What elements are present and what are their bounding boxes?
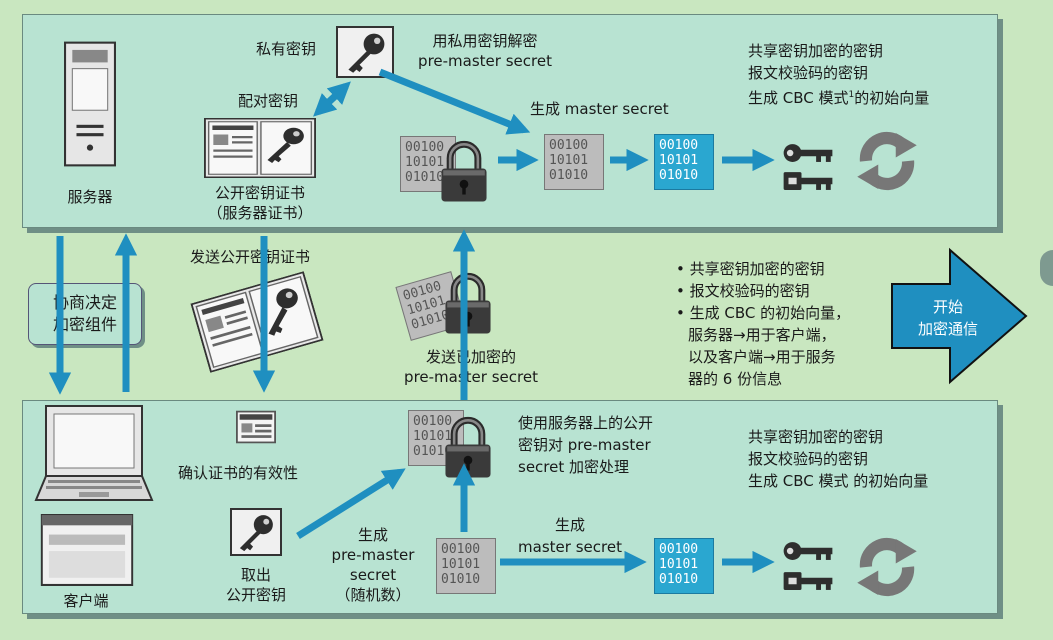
public-key-icon xyxy=(230,508,282,556)
server-tower-icon xyxy=(64,40,116,168)
laptop-icon xyxy=(30,404,158,504)
server-gen-master-label: 生成 master secret xyxy=(530,100,669,118)
bullet-item: • 生成 CBC 的初始向量， xyxy=(676,304,851,322)
bullet-continuation: 以及客户端→用于服务 xyxy=(688,348,836,366)
sent-certificate-icon xyxy=(190,271,323,373)
gen-pre-label-2: pre-master xyxy=(331,546,415,564)
server-derived-2: 报文校验码的密钥 xyxy=(748,64,869,82)
start-encrypted-communication-arrow xyxy=(888,246,1030,386)
server-encrypted-bits: 00100 10101 01010 xyxy=(400,136,456,192)
browser-window-icon xyxy=(40,514,134,586)
server-pre-master-bits: 00100 10101 01010 xyxy=(544,134,604,190)
verify-cert-label: 确认证书的有效性 xyxy=(178,464,299,482)
encrypt-label-3: secret 加密处理 xyxy=(518,458,630,476)
server-cert-label-1: 公开密钥证书 xyxy=(214,184,305,202)
start-label-2: 加密通信 xyxy=(917,320,978,338)
start-label-1: 开始 xyxy=(932,298,963,316)
gen-pre-label-3: secret xyxy=(349,566,397,584)
private-key-icon xyxy=(336,26,394,78)
client-pre-master-bits: 00100 10101 01010 xyxy=(436,538,496,594)
decrypt-label-1: 用私用密钥解密 xyxy=(432,32,538,50)
encrypt-label-2: 密钥对 pre-master xyxy=(518,436,651,454)
take-key-label-2: 公开密钥 xyxy=(225,586,286,604)
bullet-item: • 报文校验码的密钥 xyxy=(676,282,810,300)
encrypt-label-1: 使用服务器上的公开 xyxy=(518,414,654,432)
client-gen-master-label-2: master secret xyxy=(518,538,622,556)
lock-icon xyxy=(442,272,494,336)
bullet-continuation: 服务器→用于客户端， xyxy=(688,326,836,344)
gen-pre-label-1: 生成 xyxy=(357,526,388,544)
server-derived-1: 共享密钥加密的密钥 xyxy=(748,42,884,60)
client-derived-1: 共享密钥加密的密钥 xyxy=(748,428,884,446)
send-enc-label-1: 发送已加密的 xyxy=(425,348,516,366)
client-gen-master-label-1: 生成 xyxy=(554,516,585,534)
client-label: 客户端 xyxy=(63,592,109,610)
take-key-label-1: 取出 xyxy=(240,566,271,584)
server-label: 服务器 xyxy=(67,188,113,206)
bullet-item: • 共享密钥加密的密钥 xyxy=(676,260,825,278)
decrypt-label-2: pre-master secret xyxy=(418,52,552,70)
key-icon xyxy=(782,540,834,562)
send-cert-label: 发送公开密钥证书 xyxy=(190,248,311,266)
gen-pre-label-4: （随机数） xyxy=(335,586,411,604)
server-derived-3: 生成 CBC 模式1的初始向量 xyxy=(748,89,930,107)
server-master-secret-bits: 00100 10101 01010 xyxy=(654,134,714,190)
client-derived-3: 生成 CBC 模式 的初始向量 xyxy=(748,472,929,490)
key-icon xyxy=(782,570,834,592)
refresh-icon xyxy=(852,532,922,602)
agree-cipher-suite-box: 协商决定 加密组件 xyxy=(28,283,142,345)
side-scroll-handle xyxy=(1040,250,1053,286)
server-certificate-icon xyxy=(204,118,316,178)
key-pair-label: 配对密钥 xyxy=(238,92,299,110)
send-enc-label-2: pre-master secret xyxy=(404,368,538,386)
key-icon xyxy=(782,142,834,164)
private-key-label: 私有密钥 xyxy=(256,40,317,58)
server-cert-label-2: （服务器证书） xyxy=(207,204,313,222)
lock-icon xyxy=(438,140,490,204)
client-panel xyxy=(22,400,998,614)
client-derived-2: 报文校验码的密钥 xyxy=(748,450,869,468)
certificate-icon xyxy=(236,410,276,444)
bullet-continuation: 器的 6 份信息 xyxy=(688,370,783,388)
client-master-secret-bits: 00100 10101 01010 xyxy=(654,538,714,594)
lock-icon xyxy=(442,416,494,480)
key-icon xyxy=(782,170,834,192)
refresh-icon xyxy=(852,126,922,196)
